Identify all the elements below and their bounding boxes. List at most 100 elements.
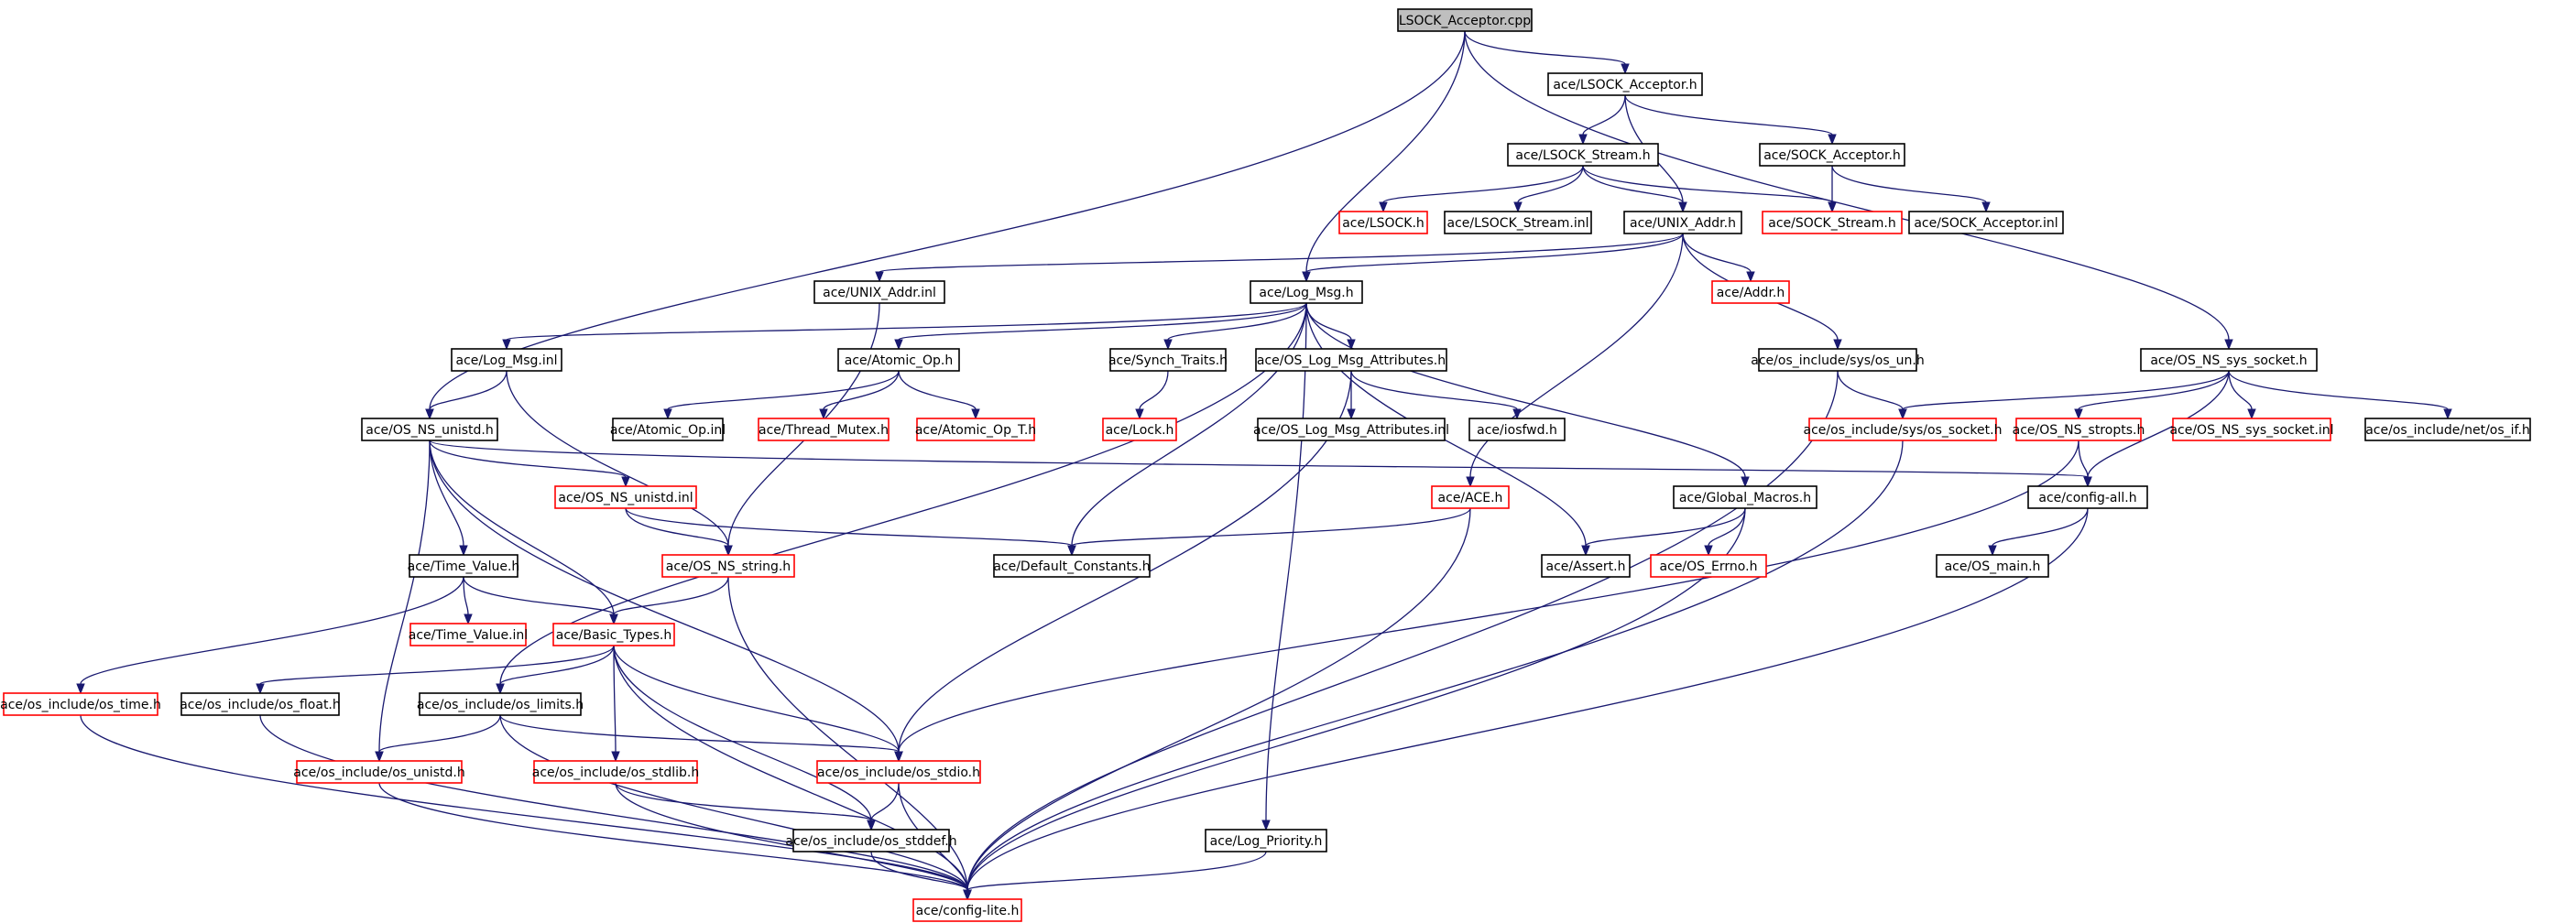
node-ace-ace-h[interactable]: ace/ACE.h <box>1431 485 1510 509</box>
edge-n18-n44 <box>378 440 431 753</box>
node-ace-log-priority-h[interactable]: ace/Log_Priority.h <box>1205 829 1327 852</box>
node-ace-time-value-h[interactable]: ace/Time_Value.h <box>408 554 520 578</box>
edge-n42-n49 <box>259 714 968 891</box>
node-ace-atomic-op-inl[interactable]: ace/Atomic_Op.inl <box>610 418 726 441</box>
node-ace-unix-addr-inl[interactable]: ace/UNIX_Addr.inl <box>813 280 945 304</box>
edge-arrowhead-n32-n38 <box>1988 545 1997 557</box>
node-label: ace/LSOCK_Acceptor.h <box>1553 78 1697 92</box>
node-ace-global-macros-h[interactable]: ace/Global_Macros.h <box>1673 485 1817 509</box>
node-label: ace/UNIX_Addr.h <box>1630 216 1736 231</box>
edge-n18-n46 <box>429 440 900 753</box>
node-ace-os-log-msg-attributes-h[interactable]: ace/OS_Log_Msg_Attributes.h <box>1255 348 1447 372</box>
node-ace-lock-h[interactable]: ace/Lock.h <box>1102 418 1177 441</box>
node-label: ace/Log_Msg.inl <box>456 353 558 368</box>
node-box <box>3 692 158 716</box>
node-label: ace/OS_main.h <box>1945 559 2041 574</box>
node-label: LSOCK_Acceptor.cpp <box>1399 14 1531 28</box>
node-ace-lsock-stream-inl[interactable]: ace/LSOCK_Stream.inl <box>1444 211 1592 234</box>
node-label: ace/Global_Macros.h <box>1679 491 1811 505</box>
edge-arrowhead-n6-n16 <box>1833 339 1842 351</box>
node-ace-atomic-op-h[interactable]: ace/Atomic_Op.h <box>837 348 960 372</box>
node-box <box>993 554 1151 578</box>
node-ace-os-include-os-stdio-h[interactable]: ace/os_include/os_stdio.h <box>816 760 981 784</box>
edge-n17-n25 <box>1902 370 2230 410</box>
node-ace-config-all-h[interactable]: ace/config-all.h <box>2027 485 2148 509</box>
node-ace-os-main-h[interactable]: ace/OS_main.h <box>1936 554 2049 578</box>
edge-arrowhead-n30-n35 <box>1067 545 1076 557</box>
node-box <box>1711 280 1790 304</box>
edge-n45-n49 <box>615 782 968 891</box>
node-ace-time-value-inl[interactable]: ace/Time_Value.inl <box>409 623 528 646</box>
edge-n33-n41 <box>80 576 464 685</box>
edge-arrowhead-n10-n31 <box>1741 476 1750 488</box>
edge-n31-n49 <box>966 507 1746 891</box>
node-ace-lsock-acceptor-h[interactable]: ace/LSOCK_Acceptor.h <box>1547 72 1703 96</box>
node-label: ace/Log_Priority.h <box>1210 834 1323 849</box>
node-ace-os-include-sys-os-socket-h[interactable]: ace/os_include/sys/os_socket.h <box>1804 418 2003 441</box>
edge-arrowhead-n3-n8 <box>1981 201 1991 213</box>
node-ace-iosfwd-h[interactable]: ace/iosfwd.h <box>1468 418 1566 441</box>
node-ace-os-ns-stropts-h[interactable]: ace/OS_NS_stropts.h <box>2013 418 2145 441</box>
node-label: ace/os_include/sys/os_un.h <box>1751 353 1924 368</box>
node-ace-os-ns-sys-socket-inl[interactable]: ace/OS_NS_sys_socket.inl <box>2169 418 2334 441</box>
edge-n13-n20 <box>823 370 900 410</box>
edge-n48-n49 <box>870 851 968 891</box>
node-ace-os-include-os-time-h[interactable]: ace/os_include/os_time.h <box>0 692 161 716</box>
node-label: ace/SOCK_Acceptor.inl <box>1914 216 2058 231</box>
node-ace-default-constants-h[interactable]: ace/Default_Constants.h <box>993 554 1151 578</box>
node-ace-sock-acceptor-inl[interactable]: ace/SOCK_Acceptor.inl <box>1908 211 2064 234</box>
node-label: ace/os_include/sys/os_socket.h <box>1804 423 2003 438</box>
node-ace-os-include-os-unistd-h[interactable]: ace/os_include/os_unistd.h <box>293 760 465 784</box>
node-label: ace/os_include/os_time.h <box>0 698 161 712</box>
node-box <box>912 898 1022 922</box>
node-ace-os-include-os-limits-h[interactable]: ace/os_include/os_limits.h <box>417 692 584 716</box>
node-box <box>916 418 1035 441</box>
node-ace-os-include-os-float-h[interactable]: ace/os_include/os_float.h <box>180 692 341 716</box>
node-ace-os-ns-sys-socket-h[interactable]: ace/OS_NS_sys_socket.h <box>2140 348 2318 372</box>
node-label: ace/Atomic_Op.inl <box>610 423 726 438</box>
node-ace-atomic-op-t-h[interactable]: ace/Atomic_Op_T.h <box>915 418 1036 441</box>
node-ace-os-ns-string-h[interactable]: ace/OS_NS_string.h <box>661 554 795 578</box>
node-ace-synch-traits-h[interactable]: ace/Synch_Traits.h <box>1108 348 1228 372</box>
node-ace-unix-addr-h[interactable]: ace/UNIX_Addr.h <box>1623 211 1742 234</box>
edge-arrowhead-n48-n49 <box>963 889 972 901</box>
edge-arrowhead-n18-n33 <box>459 545 468 557</box>
node-label: ace/UNIX_Addr.inl <box>823 286 936 300</box>
node-lsock-acceptor-cpp[interactable]: LSOCK_Acceptor.cpp <box>1397 8 1533 32</box>
edge-arrowhead-n40-n45 <box>611 751 620 763</box>
edge-n18-n33 <box>429 440 464 547</box>
node-ace-log-msg-h[interactable]: ace/Log_Msg.h <box>1250 280 1363 304</box>
edge-n14-n22 <box>1139 370 1169 410</box>
edge-n17-n32 <box>2087 370 2230 478</box>
node-ace-os-ns-unistd-inl[interactable]: ace/OS_NS_unistd.inl <box>554 485 697 509</box>
node-ace-os-errno-h[interactable]: ace/OS_Errno.h <box>1650 554 1767 578</box>
node-ace-assert-h[interactable]: ace/Assert.h <box>1541 554 1631 578</box>
node-ace-lsock-h[interactable]: ace/LSOCK.h <box>1338 211 1428 234</box>
node-label: ace/Addr.h <box>1717 286 1785 300</box>
node-ace-config-lite-h[interactable]: ace/config-lite.h <box>912 898 1022 922</box>
edge-n6-n11 <box>1682 233 1752 273</box>
node-ace-sock-stream-h[interactable]: ace/SOCK_Stream.h <box>1762 211 1903 234</box>
node-ace-os-log-msg-attributes-inl[interactable]: ace/OS_Log_Msg_Attributes.inl <box>1253 418 1449 441</box>
node-box <box>813 280 945 304</box>
edge-arrowhead-n12-n18 <box>425 408 434 420</box>
node-label: ace/OS_Log_Msg_Attributes.h <box>1257 353 1446 368</box>
node-ace-os-include-sys-os-un-h[interactable]: ace/os_include/sys/os_un.h <box>1751 348 1925 372</box>
node-ace-basic-types-h[interactable]: ace/Basic_Types.h <box>552 623 675 646</box>
node-ace-sock-acceptor-h[interactable]: ace/SOCK_Acceptor.h <box>1759 143 1905 167</box>
node-ace-log-msg-inl[interactable]: ace/Log_Msg.inl <box>451 348 562 372</box>
edge-n13-n21 <box>898 370 977 410</box>
edge-n40-n43 <box>499 645 615 685</box>
node-ace-os-include-os-stddef-h[interactable]: ace/os_include/os_stddef.h <box>785 829 957 852</box>
edge-n0-n17 <box>1464 30 2230 341</box>
node-ace-os-include-os-stdlib-h[interactable]: ace/os_include/os_stdlib.h <box>532 760 699 784</box>
edge-arrowhead-n1-n2 <box>1578 134 1588 146</box>
node-ace-os-ns-unistd-h[interactable]: ace/OS_NS_unistd.h <box>361 418 498 441</box>
node-ace-os-include-net-os-if-h[interactable]: ace/os_include/net/os_if.h <box>2364 418 2531 441</box>
node-ace-addr-h[interactable]: ace/Addr.h <box>1711 280 1790 304</box>
edge-n10-n12 <box>506 302 1307 341</box>
node-box <box>792 829 950 852</box>
node-ace-thread-mutex-h[interactable]: ace/Thread_Mutex.h <box>758 418 890 441</box>
node-box <box>409 623 527 646</box>
node-ace-lsock-stream-h[interactable]: ace/LSOCK_Stream.h <box>1507 143 1659 167</box>
